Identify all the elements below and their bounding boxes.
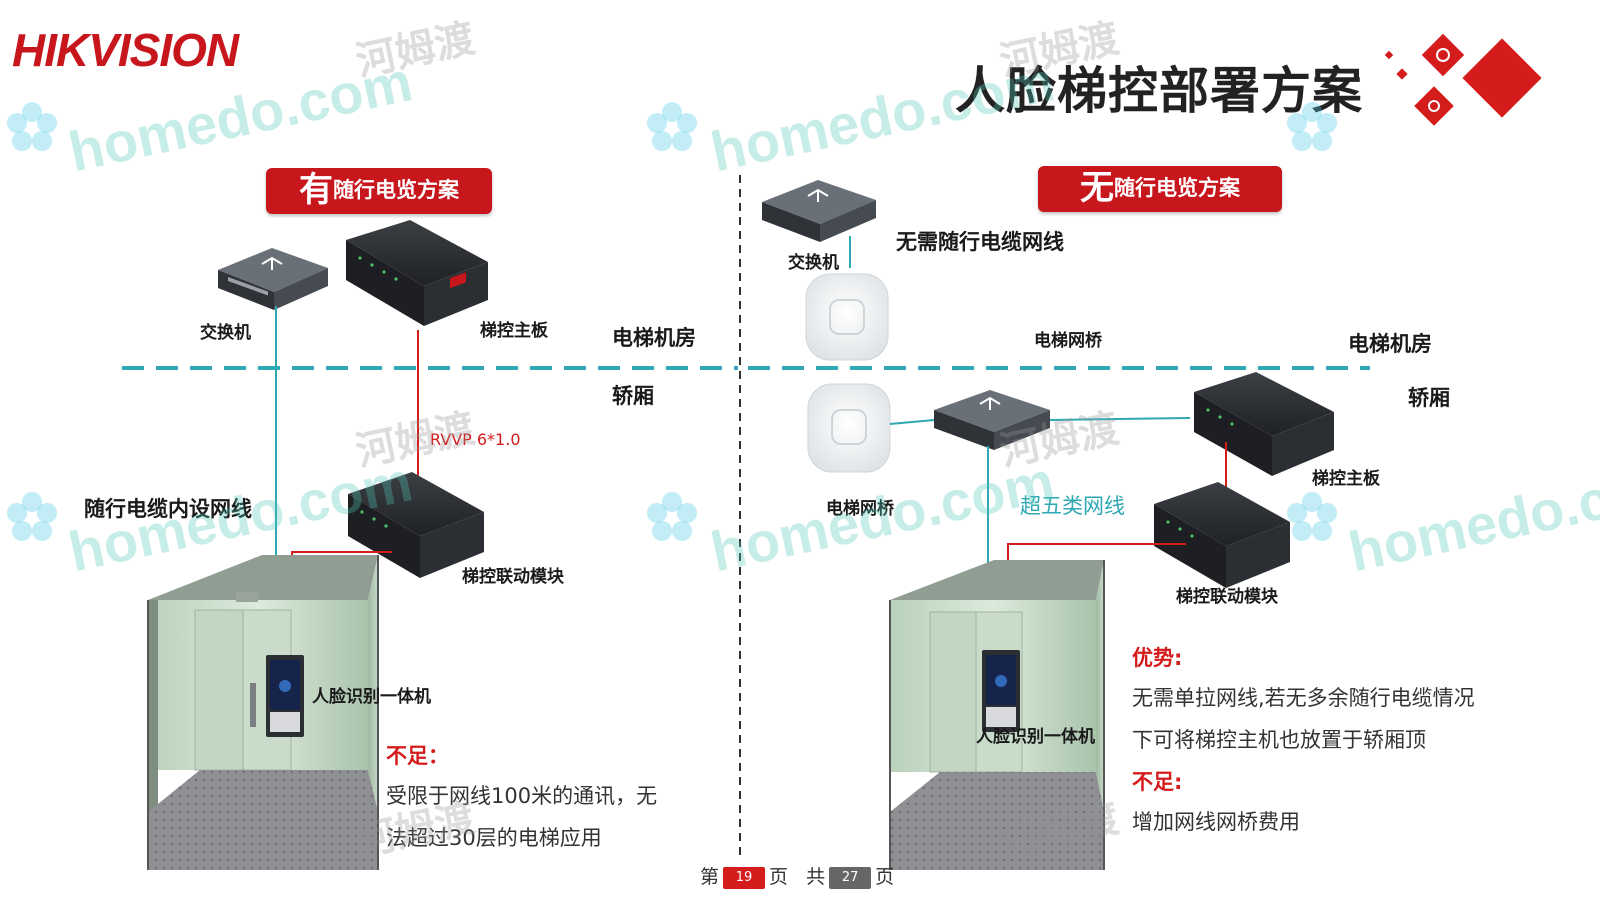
right-bridge-bottom-device <box>807 383 891 473</box>
right-car-label: 轿厢 <box>1408 386 1450 410</box>
right-drawback-title: 不足: <box>1132 770 1183 794</box>
right-bridge-top-device <box>805 273 889 361</box>
right-advantage-line2: 下可将梯控主机也放置于轿厢顶 <box>1132 728 1426 752</box>
right-switch-label: 交换机 <box>788 253 839 273</box>
left-face-device-label: 人脸识别一体机 <box>312 687 431 707</box>
left-drawback-line2: 法超过30层的电梯应用 <box>386 826 602 850</box>
right-banner-big: 无 <box>1080 168 1114 208</box>
left-controller-device <box>346 220 488 326</box>
pager-current: 19 <box>723 866 766 889</box>
pager-mid1: 页 <box>769 866 789 888</box>
left-module-label: 梯控联动模块 <box>462 567 564 587</box>
right-controller-device <box>1194 372 1334 476</box>
right-car-switch-device <box>934 390 1050 450</box>
left-car-label: 轿厢 <box>612 384 654 408</box>
right-module-label: 梯控联动模块 <box>1176 587 1278 607</box>
right-face-device <box>982 650 1020 732</box>
right-module-device <box>1154 482 1290 588</box>
right-drawback-line1: 增加网线网桥费用 <box>1132 810 1300 834</box>
left-controller-label: 梯控主板 <box>480 321 548 341</box>
right-controller-label: 梯控主板 <box>1312 469 1380 489</box>
slide-title: 人脸梯控部署方案 <box>955 62 1363 120</box>
right-cat5-label: 超五类网线 <box>1020 494 1125 518</box>
right-bridge-bottom-label: 电梯网桥 <box>826 499 894 519</box>
pager-suffix: 页 <box>875 866 895 888</box>
right-elevator-car <box>889 560 1105 870</box>
left-module-device <box>348 472 484 578</box>
right-banner: 无随行电览方案 <box>1038 166 1282 212</box>
right-no-cable-note: 无需随行电缆网线 <box>896 230 1064 254</box>
right-face-device-label: 人脸识别一体机 <box>976 727 1095 747</box>
left-network-note: 随行电缆内设网线 <box>84 497 252 521</box>
left-drawback-title: 不足： <box>386 744 449 768</box>
right-switch-device <box>762 180 876 242</box>
pager-prefix: 第 <box>700 866 720 888</box>
decor-diamonds <box>1384 33 1542 126</box>
right-advantage-title: 优势: <box>1132 646 1183 670</box>
left-banner-big: 有 <box>299 170 333 210</box>
left-face-device <box>266 655 304 737</box>
pager-total: 27 <box>829 866 872 889</box>
right-bridge-top-label: 电梯网桥 <box>1034 331 1102 351</box>
right-banner-small: 随行电览方案 <box>1114 176 1240 200</box>
right-machine-room-label: 电梯机房 <box>1348 332 1432 356</box>
left-banner-small: 随行电览方案 <box>333 178 459 202</box>
left-cable-label: RVVP 6*1.0 <box>430 430 521 449</box>
left-drawback-line1: 受限于网线100米的通讯，无 <box>386 784 658 808</box>
right-advantage-line1: 无需单拉网线,若无多余随行电缆情况 <box>1132 686 1475 710</box>
left-elevator-car <box>147 555 379 870</box>
left-machine-room-label: 电梯机房 <box>612 326 696 350</box>
pager-mid2: 共 <box>806 866 826 888</box>
left-switch-label: 交换机 <box>200 323 251 343</box>
hikvision-logo: HIKVISION <box>12 24 239 76</box>
left-switch-device <box>218 248 328 310</box>
left-banner: 有随行电览方案 <box>266 168 492 214</box>
